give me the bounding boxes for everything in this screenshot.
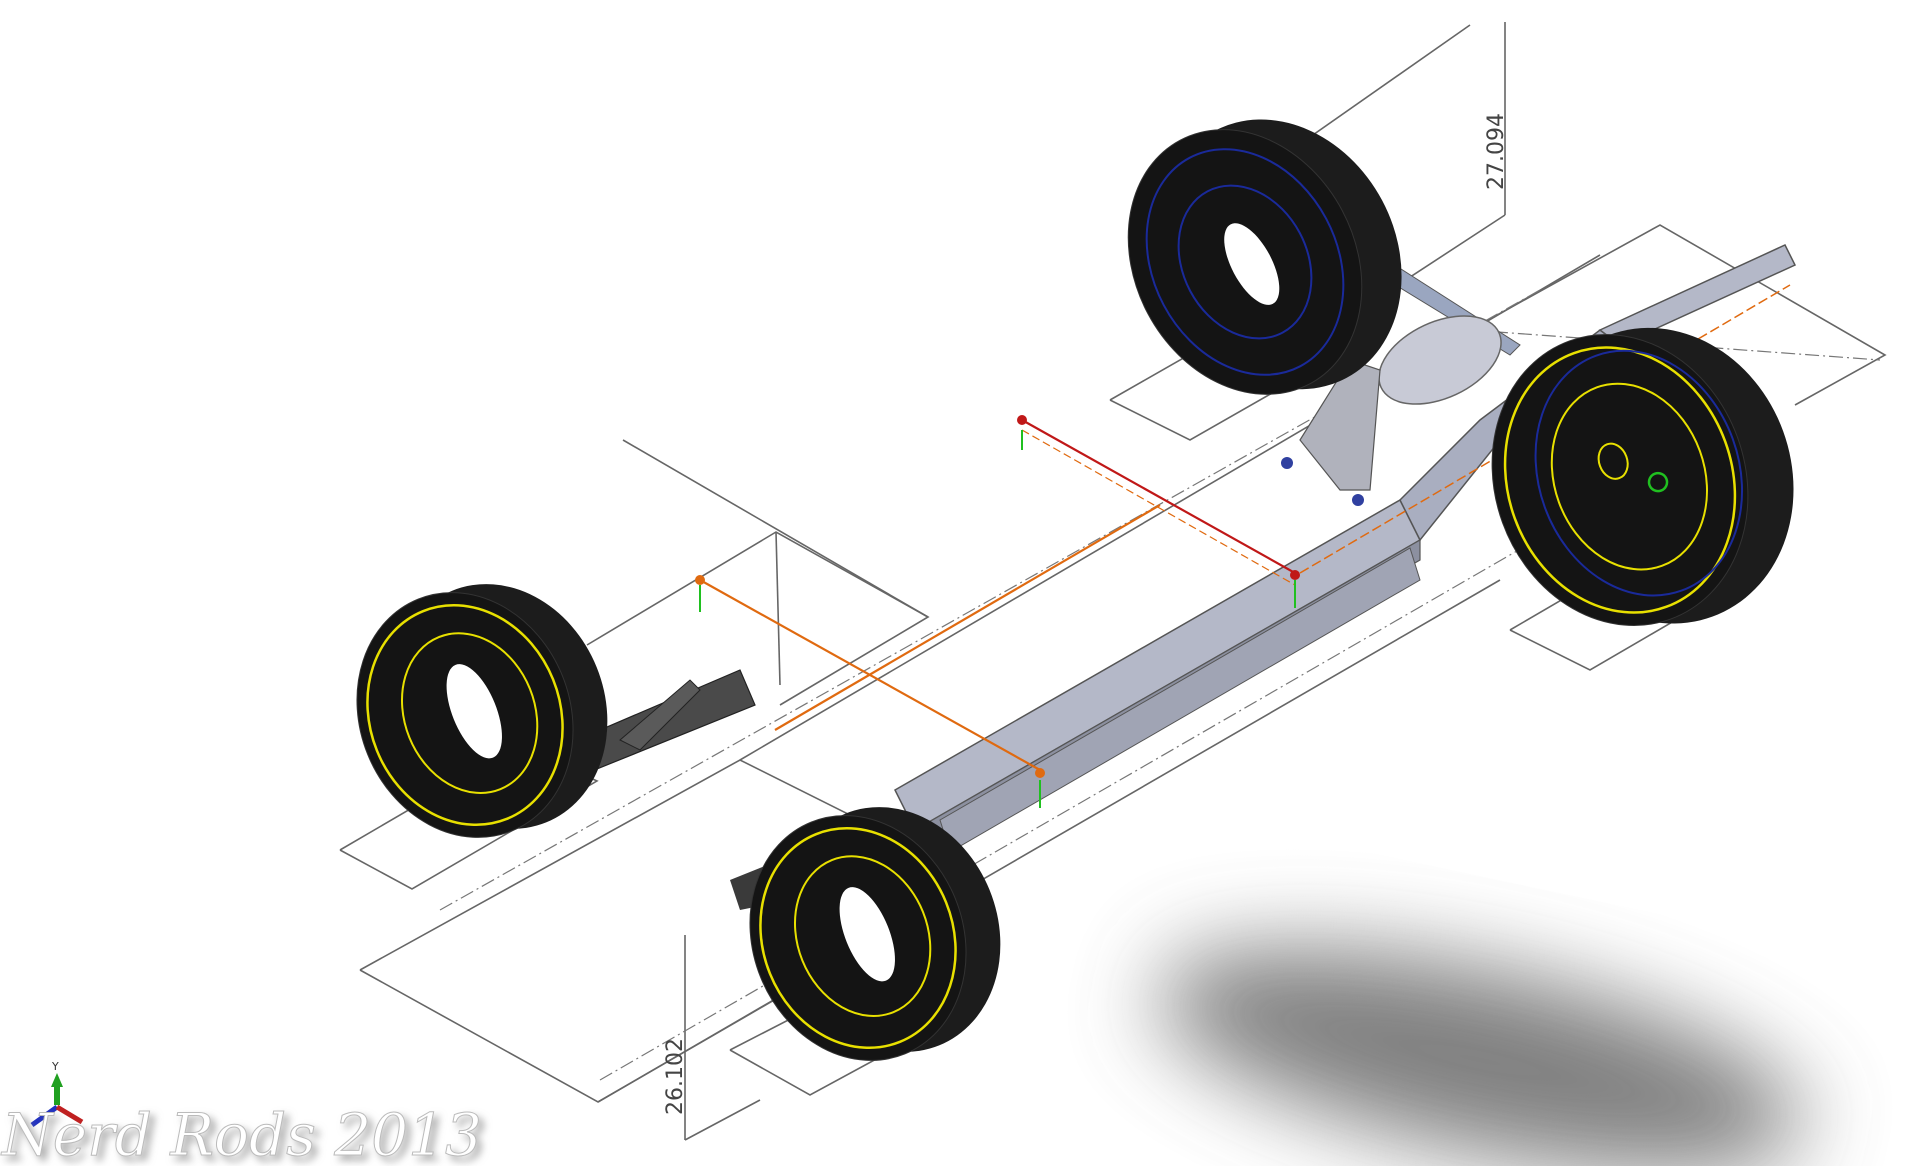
wheel-rear-left[interactable] [1452,283,1835,673]
rear-differential[interactable] [1281,298,1515,506]
wheel-front-right[interactable] [714,770,1037,1098]
floor-shadow [1156,948,1804,1166]
watermark: Nerd Rods 2013 [0,1101,482,1166]
dimension-front-height[interactable]: 26.102 [663,1038,688,1115]
coordinate-triad: Y [30,1060,84,1128]
dimension-rear-height[interactable]: 27.094 [1484,113,1509,190]
wheel-rear-right[interactable] [1083,70,1448,446]
triad-y-label: Y [51,1060,59,1073]
wheel-front-left[interactable] [321,547,644,875]
